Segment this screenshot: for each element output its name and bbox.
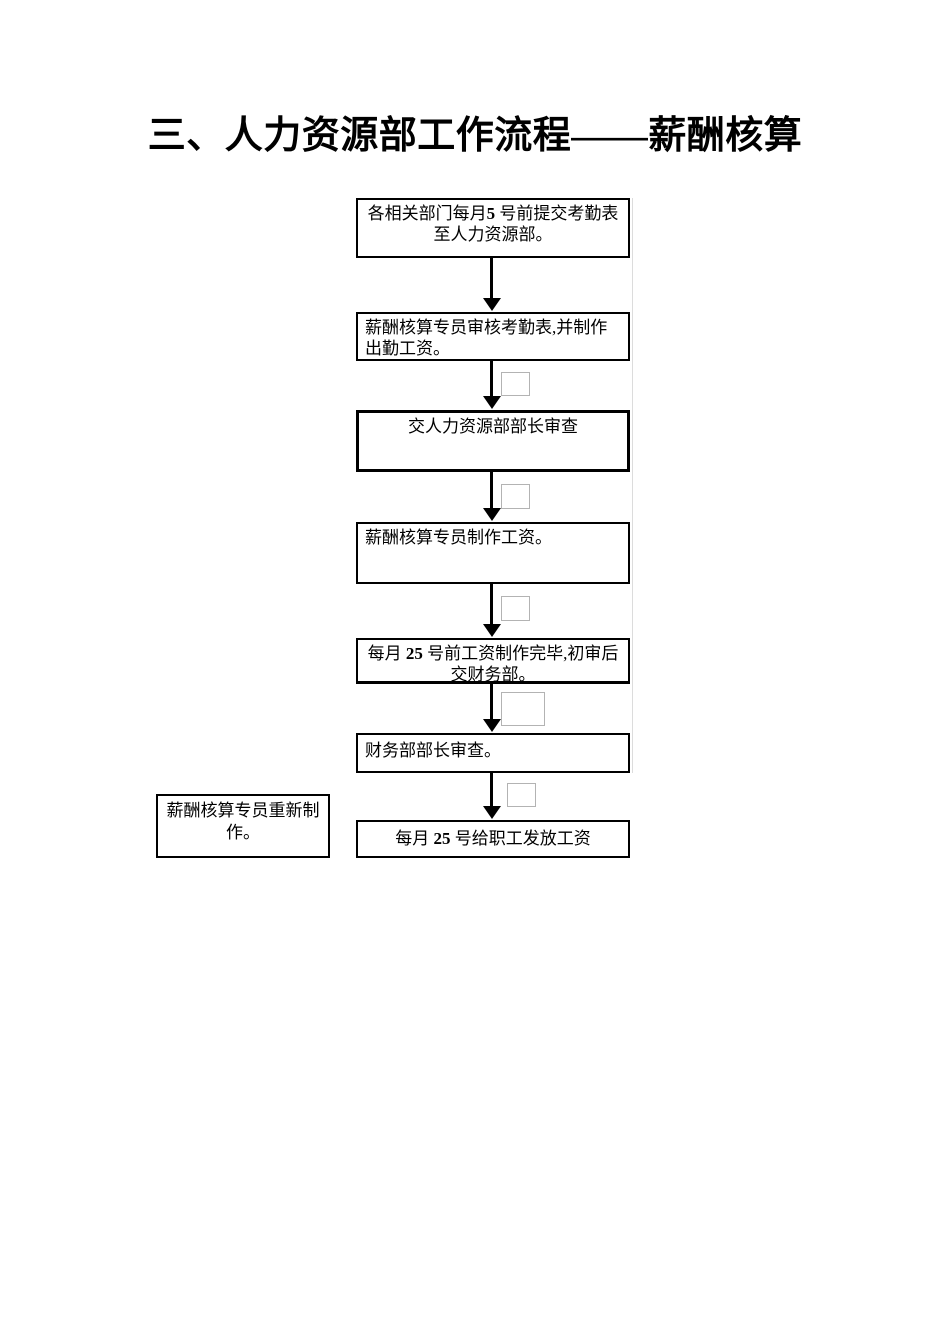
flow-box-make-payroll: 薪酬核算专员制作工资。 (356, 522, 630, 584)
flow-arrow-down-6 (482, 773, 501, 819)
flow-arrow-down-5 (482, 684, 501, 732)
flow-box-submit-attendance: 各相关部门每月5 号前提交考勤表至人力资源部。 (356, 198, 630, 258)
annotation-frame-1 (501, 372, 530, 396)
text-frame-edge (632, 198, 633, 773)
flow-box-text: 号给职工发放工资 (450, 829, 591, 848)
flow-box-text: 各相关部门每月 (367, 204, 487, 223)
flow-box-text: 财务部部长审查。 (365, 741, 501, 760)
flow-arrow-down-4 (482, 584, 501, 637)
flow-box-text: 交人力资源部部长审查 (408, 417, 578, 436)
flow-box-text-bold: 25 (405, 644, 423, 663)
arrow-shaft (490, 684, 493, 719)
arrow-head-icon (482, 298, 501, 311)
arrow-shaft (490, 361, 493, 396)
annotation-frame-3 (501, 596, 530, 621)
annotation-frame-5 (507, 783, 536, 807)
annotation-frame-4 (501, 692, 545, 726)
flow-box-text: 号前工资制作完毕,初审后交财务部。 (422, 644, 619, 684)
flow-box-text: 每月 (367, 644, 406, 663)
flow-box-pay-employees: 每月 25 号给职工发放工资 (356, 820, 630, 858)
page-title: 三、人力资源部工作流程——薪酬核算 (147, 115, 803, 157)
arrow-shaft (490, 472, 493, 508)
flow-box-remake-payroll: 薪酬核算专员重新制作。 (156, 794, 330, 858)
arrow-head-icon (482, 624, 501, 637)
flow-box-hr-director-review: 交人力资源部部长审查 (356, 410, 630, 472)
arrow-head-icon (482, 508, 501, 521)
flow-arrow-down-1 (482, 258, 501, 311)
arrow-shaft (490, 773, 493, 806)
flow-box-finance-director-review: 财务部部长审查。 (356, 733, 630, 773)
flow-box-text-bold: 25 (433, 829, 451, 848)
flow-box-text-bold: 5 (486, 204, 496, 223)
flow-arrow-down-2 (482, 361, 501, 409)
flow-box-audit-attendance: 薪酬核算专员审核考勤表,并制作出勤工资。 (356, 312, 630, 361)
flow-box-payroll-deadline: 每月 25 号前工资制作完毕,初审后交财务部。 (356, 638, 630, 684)
arrow-head-icon (482, 396, 501, 409)
flow-box-text: 薪酬核算专员审核考勤表,并制作出勤工资。 (365, 318, 608, 358)
arrow-shaft (490, 258, 493, 298)
arrow-shaft (490, 584, 493, 624)
flow-box-text: 薪酬核算专员制作工资。 (365, 528, 552, 547)
flow-arrow-down-3 (482, 472, 501, 521)
annotation-frame-2 (501, 484, 530, 509)
flow-box-text: 薪酬核算专员重新制作。 (166, 801, 320, 842)
arrow-head-icon (482, 806, 501, 819)
flow-box-text: 号前提交考勤表至人力资源部。 (433, 204, 619, 244)
flow-box-text: 每月 (395, 829, 434, 848)
arrow-head-icon (482, 719, 501, 732)
